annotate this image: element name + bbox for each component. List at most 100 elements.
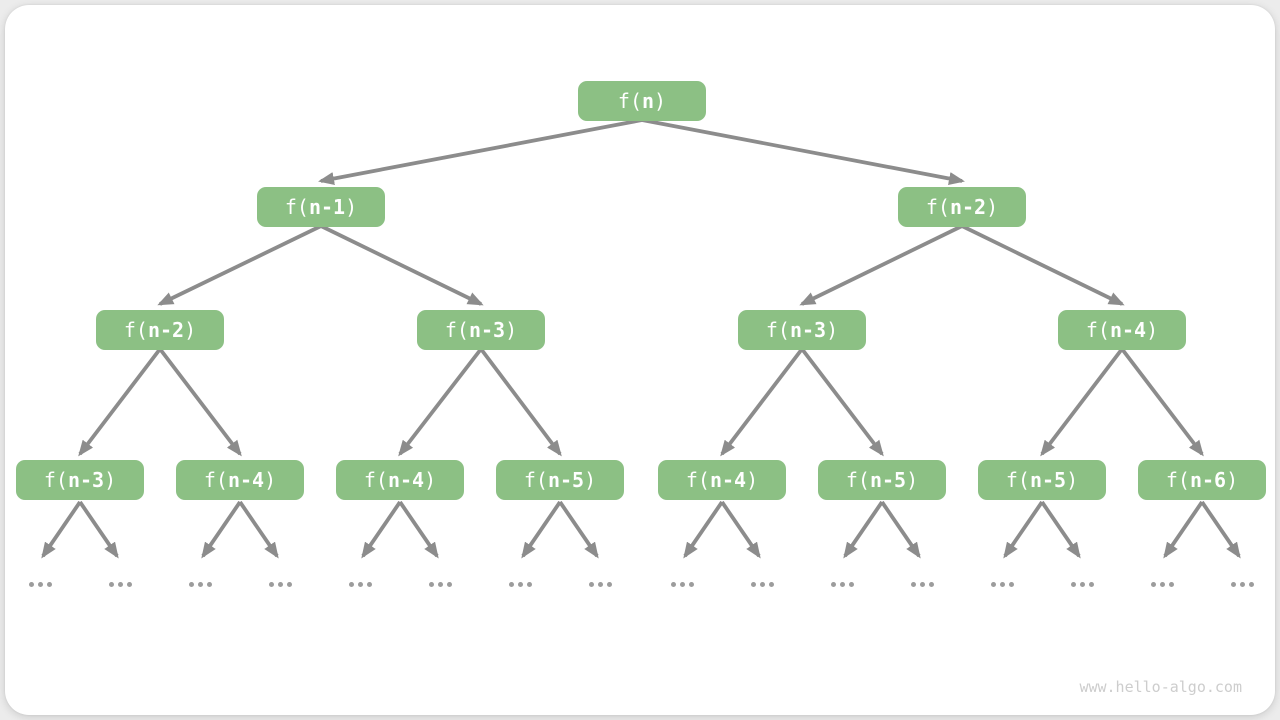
ellipsis-dot: [287, 582, 292, 587]
ellipsis: [911, 582, 934, 587]
tree-node-fn-5: f(n-5): [818, 460, 946, 500]
ellipsis-dot: [1009, 582, 1014, 587]
tree-node-fn-2: f(n-2): [898, 187, 1026, 227]
ellipsis-dot: [929, 582, 934, 587]
tree-node-fn-5: f(n-5): [496, 460, 624, 500]
tree-edge-arrow: [398, 347, 483, 457]
node-label-part: ): [986, 195, 999, 219]
tree-edge-arrow: [1003, 500, 1044, 559]
node-label-part: ): [826, 318, 839, 342]
node-label-part: ): [746, 468, 759, 492]
tree-edge-arrow: [41, 500, 82, 559]
ellipsis-dot: [1249, 582, 1254, 587]
node-label-part: f(: [444, 318, 469, 342]
ellipsis-dot: [1151, 582, 1156, 587]
node-label-part: f(: [363, 468, 388, 492]
ellipsis: [29, 582, 52, 587]
ellipsis: [751, 582, 774, 587]
node-label-part: f(: [203, 468, 228, 492]
ellipsis: [1231, 582, 1254, 587]
node-label-part: n-4: [227, 468, 265, 492]
ellipsis-dot: [769, 582, 774, 587]
ellipsis-dot: [278, 582, 283, 587]
node-label-part: ): [1066, 468, 1079, 492]
ellipsis-dot: [47, 582, 52, 587]
ellipsis-dot: [207, 582, 212, 587]
tree-edge-arrow: [1120, 347, 1204, 457]
node-label-part: f(: [617, 89, 642, 113]
ellipsis-dot: [447, 582, 452, 587]
ellipsis-dot: [1240, 582, 1245, 587]
ellipsis-dot: [991, 582, 996, 587]
node-label-part: f(: [1005, 468, 1030, 492]
tree-edge-arrow: [521, 500, 562, 559]
ellipsis: [589, 582, 612, 587]
tree-edge-arrow: [880, 500, 921, 559]
ellipsis: [1071, 582, 1094, 587]
node-label-part: n-4: [387, 468, 425, 492]
tree-edge-arrow: [961, 224, 1125, 306]
tree-edge-arrow: [398, 500, 439, 559]
tree-edge-arrow: [201, 500, 242, 559]
ellipsis-dot: [1071, 582, 1076, 587]
tree-edge-arrow: [720, 500, 761, 559]
node-label-part: f(: [765, 318, 790, 342]
ellipsis-dot: [1080, 582, 1085, 587]
ellipsis-dot: [849, 582, 854, 587]
node-label-part: n-3: [67, 468, 105, 492]
tree-edge-arrow: [800, 347, 884, 457]
tree-node-fn-6: f(n-6): [1138, 460, 1266, 500]
tree-edge-arrow: [558, 500, 599, 559]
node-label-part: n-6: [1189, 468, 1227, 492]
ellipsis: [189, 582, 212, 587]
ellipsis-dot: [751, 582, 756, 587]
tree-edge-arrow: [1040, 347, 1124, 457]
tree-edge-arrow: [641, 118, 965, 185]
node-label-part: ): [1226, 468, 1239, 492]
node-label-part: f(: [925, 195, 950, 219]
node-label-part: f(: [284, 195, 309, 219]
node-label-part: n-5: [869, 468, 907, 492]
ellipsis-dot: [1000, 582, 1005, 587]
node-label-part: n-5: [547, 468, 585, 492]
tree-edge-arrow: [157, 224, 322, 306]
node-label-part: ): [424, 468, 437, 492]
tree-edge-arrow: [683, 500, 724, 559]
tree-edge-arrow: [78, 347, 162, 457]
ellipsis-dot: [189, 582, 194, 587]
node-label-part: n-3: [468, 318, 506, 342]
node-label-part: n-5: [1029, 468, 1067, 492]
ellipsis-dot: [689, 582, 694, 587]
ellipsis-dot: [349, 582, 354, 587]
ellipsis-dot: [118, 582, 123, 587]
ellipsis-dot: [1089, 582, 1094, 587]
node-label-part: n-4: [709, 468, 747, 492]
tree-edge-arrow: [1200, 500, 1241, 559]
node-label-part: n-3: [789, 318, 827, 342]
ellipsis: [831, 582, 854, 587]
ellipsis-dot: [367, 582, 372, 587]
tree-node-fn-1: f(n-1): [257, 187, 385, 227]
ellipsis-dot: [1231, 582, 1236, 587]
node-label-part: ): [654, 89, 667, 113]
ellipsis-dot: [509, 582, 514, 587]
node-label-part: ): [584, 468, 597, 492]
node-label-part: f(: [845, 468, 870, 492]
tree-edge-arrow: [320, 224, 484, 306]
tree-node-fn-4: f(n-4): [176, 460, 304, 500]
ellipsis-dot: [671, 582, 676, 587]
tree-node-fn-5: f(n-5): [978, 460, 1106, 500]
ellipsis-dot: [518, 582, 523, 587]
node-label-part: n-2: [147, 318, 185, 342]
tree-node-fn: f(n): [578, 81, 706, 121]
node-label-part: ): [1146, 318, 1159, 342]
node-label-part: n: [642, 89, 655, 113]
node-label-part: n-1: [308, 195, 346, 219]
ellipsis: [349, 582, 372, 587]
tree-edge-arrow: [78, 500, 119, 559]
node-label-part: ): [906, 468, 919, 492]
node-label-part: ): [104, 468, 117, 492]
